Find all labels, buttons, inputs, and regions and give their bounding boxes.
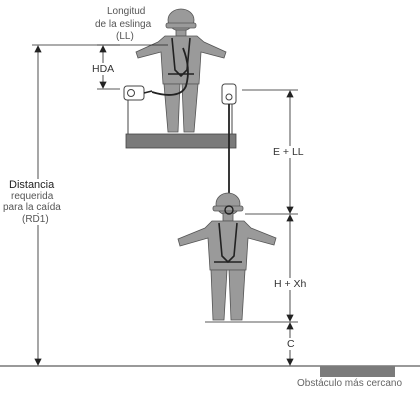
hxh-label: H + Xh [273, 278, 308, 290]
nearest-obstacle-label: Obstáculo más cercano [297, 378, 403, 389]
hxh-dimension [205, 214, 298, 323]
harness-fallen [214, 222, 242, 264]
lanyard-length-label-line3: (LL) [116, 31, 134, 42]
platform [125, 92, 237, 149]
ell-label: E + LL [272, 146, 305, 158]
d-ring-icon [224, 205, 234, 215]
lanyard-length-label-line2: de la eslinga [95, 19, 152, 30]
required-distance-label-line1: Distancia [8, 179, 56, 191]
required-distance-label-line3: para la caída [3, 202, 61, 213]
c-label: C [286, 338, 296, 350]
lanyard-length-label-line1: Longitud [107, 6, 146, 17]
hda-label: HDA [91, 63, 116, 75]
harness-standing [168, 37, 194, 78]
anchor-connector-left [123, 85, 153, 101]
lanyard-standing [151, 47, 189, 96]
nearest-obstacle [320, 366, 395, 377]
anchor-connector-right [221, 83, 237, 105]
required-distance-label-line2: requerida [11, 191, 54, 202]
worker-fallen [177, 192, 277, 321]
required-distance-label-line4: (RD1) [22, 214, 49, 225]
worker-standing [135, 8, 227, 133]
